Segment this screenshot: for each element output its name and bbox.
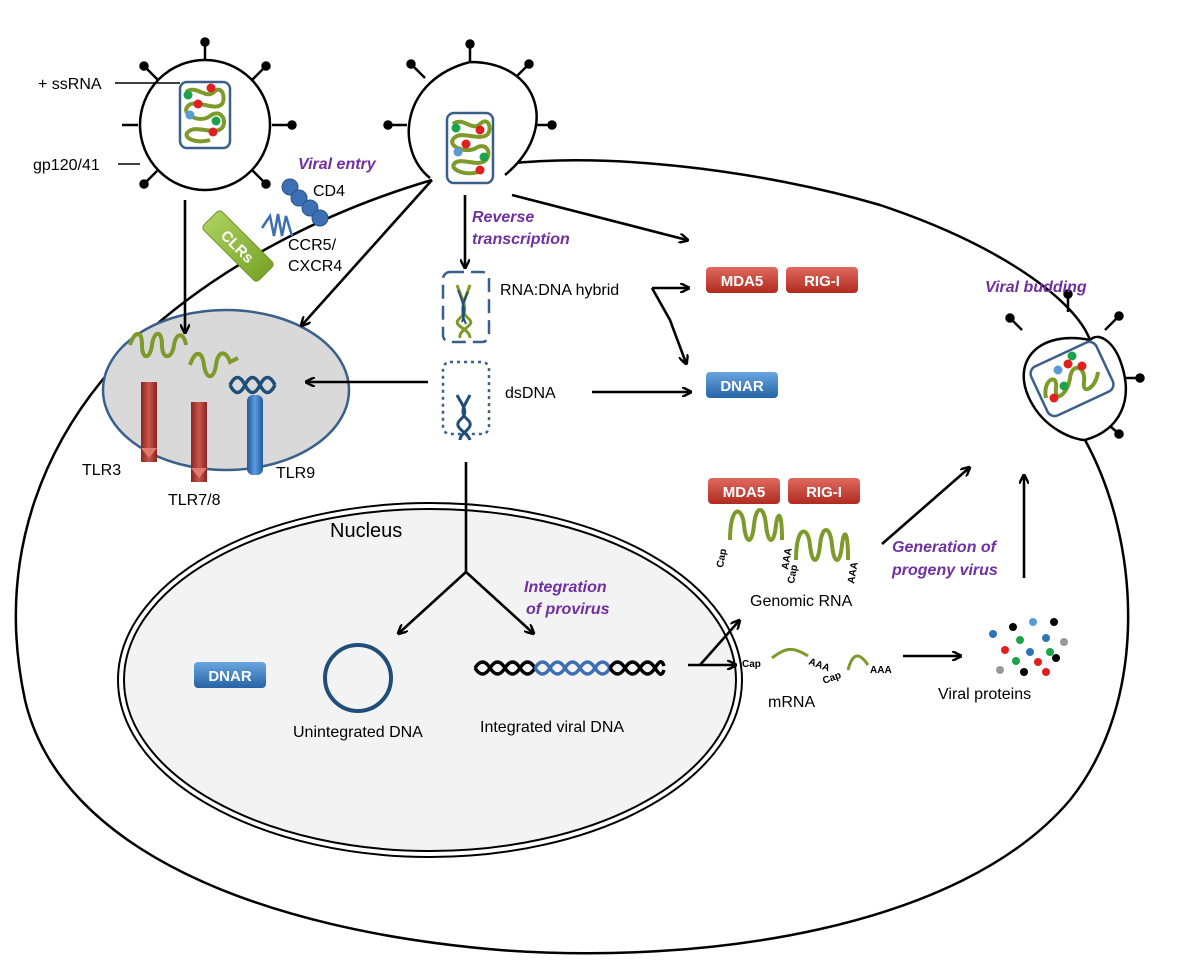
svg-text:DNAR: DNAR <box>720 378 763 395</box>
genomic-rna-1 <box>728 508 784 542</box>
svg-text:AAA: AAA <box>870 665 892 676</box>
reverse-transcription-label-2: transcription <box>472 231 570 248</box>
svg-text:Cap: Cap <box>786 564 800 585</box>
mda5-badge-bottom: MDA5 <box>708 478 780 504</box>
arrow-rna-to-budding <box>881 468 969 545</box>
arrow-hybrid-to-dnar <box>650 287 686 363</box>
budding-virion <box>1005 289 1145 442</box>
cd4-label: CD4 <box>313 183 345 200</box>
dsdna-box <box>441 360 491 436</box>
arrow-to-rna-sensors <box>511 193 687 240</box>
genomic-rna-label: Genomic RNA <box>750 593 853 610</box>
nucleus-outer <box>117 502 743 858</box>
unintegrated-dna-label: Unintegrated DNA <box>293 724 423 741</box>
nucleus <box>123 508 737 852</box>
svg-text:MDA5: MDA5 <box>723 484 766 501</box>
mrna-1 <box>771 648 809 660</box>
reverse-transcription-label-1: Reverse <box>472 209 534 226</box>
tlr9-label: TLR9 <box>276 465 315 482</box>
cell-membrane <box>489 159 1092 341</box>
tlr3: TLR3 <box>82 382 157 479</box>
gp120-label: gp120/41 <box>33 157 100 174</box>
integration-label-2: of provirus <box>526 601 610 618</box>
svg-text:DNAR: DNAR <box>208 668 251 685</box>
mda5-badge-top: MDA5 <box>706 267 778 293</box>
viral-budding-label: Viral budding <box>985 279 1087 296</box>
mrna-2 <box>846 654 870 671</box>
svg-text:AAA: AAA <box>780 547 795 570</box>
arrow-to-unintegrated <box>399 571 467 633</box>
tlr78-label: TLR7/8 <box>168 492 221 509</box>
ccr5-label: CCR5/ <box>288 237 337 254</box>
svg-text:Cap: Cap <box>742 659 761 670</box>
viral-proteins-label: Viral proteins <box>938 686 1031 703</box>
dsdna-label: dsDNA <box>505 385 556 402</box>
ccr5-receptor <box>260 212 294 237</box>
cxcr4-label: CXCR4 <box>288 258 342 275</box>
svg-text:RIG-I: RIG-I <box>804 273 840 290</box>
pathway-arrows <box>185 179 1024 665</box>
svg-text:MDA5: MDA5 <box>721 273 764 290</box>
cd4-receptor <box>281 178 329 227</box>
endosome-dna <box>228 375 277 395</box>
genomic-rna-2 <box>794 528 850 562</box>
svg-text:AAA: AAA <box>846 561 861 584</box>
viral-entry-label: Viral entry <box>298 156 377 173</box>
tlr9: TLR9 <box>247 395 315 482</box>
integrated-viral-dna <box>473 660 666 676</box>
dnar-badge-nucleus: DNAR <box>194 662 266 688</box>
tlr3-label: TLR3 <box>82 462 121 479</box>
rna-dna-hybrid-label: RNA:DNA hybrid <box>500 282 619 299</box>
generation-label-1: Generation of <box>892 539 998 556</box>
svg-text:AAA: AAA <box>807 656 831 674</box>
integrated-dna-label: Integrated viral DNA <box>480 719 624 736</box>
free-virion <box>122 37 297 192</box>
ssrna-label: + ssRNA <box>38 76 102 93</box>
clrs-receptor: CLRs <box>202 210 274 282</box>
unintegrated-dna-circle <box>323 643 393 713</box>
arrow-entry-to-endosome <box>302 179 433 325</box>
rigi-badge-bottom: RIG-I <box>788 478 860 504</box>
integration-label-1: Integration <box>524 579 607 596</box>
nucleus-label: Nucleus <box>330 520 402 542</box>
dnar-badge-cyto: DNAR <box>706 372 778 398</box>
generation-label-2: progeny virus <box>891 562 998 579</box>
svg-text:RIG-I: RIG-I <box>806 484 842 501</box>
mrna-label: mRNA <box>768 694 815 711</box>
rigi-badge-top: RIG-I <box>786 267 858 293</box>
arrow-to-integrated <box>465 571 533 633</box>
endosome <box>101 308 351 472</box>
svg-text:Cap: Cap <box>715 548 729 569</box>
viral-proteins-cluster <box>989 618 1068 676</box>
tlr78: TLR7/8 <box>168 402 221 509</box>
fusing-virion <box>383 39 557 185</box>
